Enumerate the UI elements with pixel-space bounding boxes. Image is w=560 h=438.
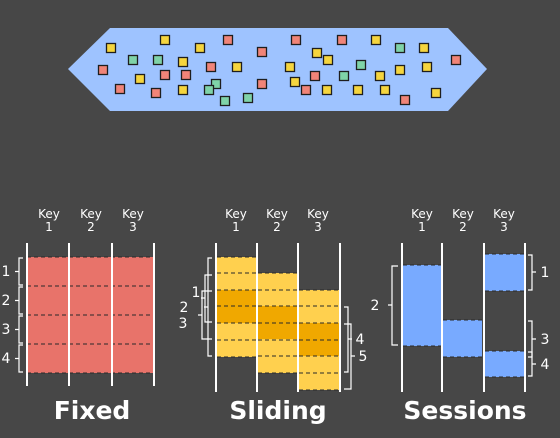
stream-event-red [450, 54, 462, 66]
stream-event-red [114, 83, 126, 95]
sessions-brace-1 [528, 254, 536, 291]
sliding-overlap-key1 [217, 290, 257, 323]
session-key1-1 [403, 265, 442, 346]
fixed-brace-1 [15, 257, 23, 286]
stream-event-yellow [374, 70, 386, 82]
stream-event-yellow [394, 64, 406, 76]
sessions-title: Sessions [403, 396, 527, 425]
session-key3-2 [485, 351, 524, 377]
stream-event-green [127, 54, 139, 66]
fixed-panel: 1 2 3 4 [2, 243, 155, 386]
stream-event-yellow [421, 61, 433, 73]
sessions-key-header-3: Key 3 [493, 207, 515, 234]
sessions-brace-3 [528, 320, 536, 358]
stream-event-red [290, 34, 302, 46]
sessions-brace-2 [388, 265, 398, 346]
stream-event-yellow [430, 87, 442, 99]
stream-event-red [222, 34, 234, 46]
stream-event-yellow [321, 84, 333, 96]
stream-event-red [256, 46, 268, 58]
fixed-brace-4 [15, 344, 23, 373]
stream-event-green [210, 78, 222, 90]
sliding-key-header-1: Key 1 [225, 207, 247, 234]
fixed-window-label: 1 [2, 264, 11, 280]
stream-event-green [219, 95, 231, 107]
fixed-window-label: 2 [2, 293, 11, 309]
stream-event-yellow [159, 34, 171, 46]
sliding-overlap-key2 [258, 306, 298, 339]
sessions-panel: 2 1 3 4 [371, 243, 550, 392]
stream-event-red [309, 70, 321, 82]
stream-event-yellow [177, 84, 189, 96]
stream-event-yellow [322, 54, 334, 66]
fixed-title: Fixed [53, 396, 131, 425]
fixed-window-label: 3 [2, 322, 11, 338]
fixed-key-header-2: Key 2 [80, 207, 102, 234]
sliding-brace-5 [344, 323, 355, 390]
stream-event-yellow [379, 84, 391, 96]
stream-event-yellow [418, 42, 430, 54]
stream-event-red [399, 94, 411, 106]
sessions-key-header-2: Key 2 [452, 207, 474, 234]
session-label: 4 [541, 357, 550, 373]
session-label: 3 [541, 332, 550, 348]
stream-event-yellow [370, 34, 382, 46]
stream-event-yellow [194, 42, 206, 54]
stream-event-yellow [284, 61, 296, 73]
stream-event-red [256, 78, 268, 90]
session-key3-1 [485, 254, 524, 291]
stream-event-green [203, 84, 215, 96]
sliding-brace-2 [201, 274, 212, 323]
session-label: 2 [371, 298, 380, 314]
session-label: 1 [541, 265, 550, 281]
fixed-key-header-3: Key 3 [122, 207, 144, 234]
stream-event-yellow [289, 76, 301, 88]
fixed-key-header-1: Key 1 [38, 207, 60, 234]
stream-event-yellow [105, 42, 117, 54]
stream-event-red [159, 69, 171, 81]
stream-event-green [152, 54, 164, 66]
stream-event-green [394, 42, 406, 54]
stream-event-yellow [177, 56, 189, 68]
stream-event-green [338, 70, 350, 82]
session-key2-1 [443, 320, 482, 357]
fixed-window-label: 4 [2, 351, 11, 367]
stream-event-red [336, 34, 348, 46]
stream-event-green [242, 92, 254, 104]
stream-event-yellow [231, 61, 243, 73]
sliding-window-label: 2 [180, 300, 189, 316]
fixed-brace-3 [15, 315, 23, 344]
fixed-brace-2 [15, 286, 23, 315]
stream-event-red [150, 87, 162, 99]
sliding-title: Sliding [229, 396, 327, 425]
stream-event-yellow [134, 73, 146, 85]
stream-event-red [180, 69, 192, 81]
sliding-panel: 1 2 3 4 5 [179, 243, 368, 392]
sliding-window-label: 5 [359, 349, 368, 365]
sliding-brace-3 [198, 290, 212, 340]
stream-event-red [205, 61, 217, 73]
stream-event-green [355, 59, 367, 71]
sliding-window-label: 4 [356, 332, 365, 348]
sliding-key-header-3: Key 3 [307, 207, 329, 234]
stream-event-yellow [352, 84, 364, 96]
sessions-key-header-1: Key 1 [411, 207, 433, 234]
stream-event-red [300, 84, 312, 96]
sliding-window-label: 3 [179, 316, 188, 332]
sliding-overlap-key3 [299, 323, 339, 356]
stream-event-red [97, 64, 109, 76]
stream-event-yellow [311, 47, 323, 59]
stream-events [97, 34, 462, 107]
sliding-key-header-2: Key 2 [266, 207, 288, 234]
sliding-window-label: 1 [192, 285, 201, 301]
sessions-brace-4 [528, 351, 536, 377]
